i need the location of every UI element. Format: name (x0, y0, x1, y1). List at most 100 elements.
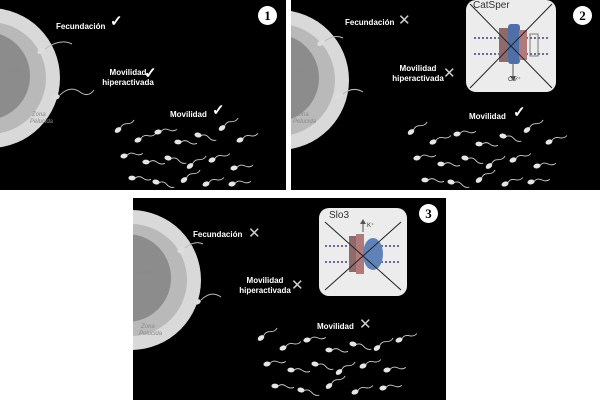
hiperactivada-check-icon: ✓ (144, 65, 157, 82)
sperm-cell (461, 155, 484, 164)
inset-title: CatSper (473, 0, 510, 11)
fecundacion-label: Fecundación (345, 18, 395, 27)
sperm-cell (218, 117, 239, 131)
slo3-channel-inset: Slo3 K⁺ (319, 208, 407, 296)
sperm-cell (499, 133, 522, 142)
fertilizing-sperm (177, 242, 204, 253)
sperm-cell (379, 384, 403, 391)
sperm-cell (257, 327, 278, 341)
egg-zona-label-line1: Zona (32, 112, 46, 118)
hiperactivada-label: Movilidad hiperactivada (96, 68, 160, 88)
sperm-cell (453, 130, 477, 137)
hiperactivada-label-line1: Movilidad (109, 68, 147, 77)
sperm-cell (485, 155, 506, 169)
sperm-cell (271, 383, 295, 389)
sperm-cell (186, 155, 207, 169)
slo3-channel-diagram (324, 219, 402, 291)
panel-2: Óvulo Zona Pelucida Fecundación ✕ Movili… (291, 0, 600, 190)
sperm-cell (194, 132, 217, 141)
hyperactive-sperm (52, 88, 95, 100)
sperm-cell (142, 159, 166, 165)
sperm-cell (287, 367, 311, 373)
sperm-cell (263, 360, 287, 367)
sperm-cell (228, 180, 252, 187)
egg-cell (291, 11, 349, 149)
sperm-cell (373, 337, 394, 351)
sperm-cell (407, 121, 428, 135)
sperm-cell (152, 179, 175, 188)
sperm-cell (533, 162, 557, 169)
egg-zona-label-line2: Pelucida (293, 119, 317, 125)
hiperactivada-label: Movilidad hiperactivada (233, 276, 297, 296)
panel-3-illustration (133, 210, 418, 396)
egg-zona-label-line2: Pelucida (139, 331, 163, 337)
sperm-cell (128, 175, 152, 181)
sperm-cell (230, 164, 254, 171)
egg-zona-label-line2: Pelucida (30, 119, 54, 125)
egg-zona-label-line1: Zona (141, 324, 155, 330)
sperm-cell (383, 366, 407, 373)
sperm-cell (475, 169, 496, 183)
sperm-cell (413, 154, 437, 161)
egg-cell (133, 210, 201, 350)
sperm-cell (351, 385, 374, 395)
sperm-cell (202, 177, 225, 187)
inset-ion-label: Ca²⁺ (508, 77, 521, 83)
sperm-swarm (407, 119, 568, 188)
movilidad-label: Movilidad (170, 110, 207, 119)
panel-3: Óvulo Zona Pelucida Fecundación ✕ Movili… (133, 198, 446, 400)
fecundacion-check-icon: ✓ (110, 13, 123, 30)
fecundacion-label: Fecundación (56, 22, 106, 31)
sperm-cell (545, 135, 568, 145)
catsper-channel-inset: CatSper Ca²⁺ (466, 0, 556, 92)
hiperactivada-label-line2: hiperactivada (392, 74, 444, 83)
sperm-cell (447, 179, 470, 188)
sperm-cell (395, 333, 418, 343)
movilidad-cross-icon: ✕ (359, 316, 372, 333)
inset-title: Slo3 (329, 210, 350, 221)
sperm-cell (429, 135, 452, 145)
panel-number-badge: 1 (258, 6, 277, 25)
movilidad-check-icon: ✓ (513, 104, 526, 121)
catsper-channel-diagram (469, 3, 553, 89)
sperm-swarm (114, 117, 259, 188)
hiperactivada-label-line2: hiperactivada (102, 78, 154, 87)
sperm-cell (325, 375, 346, 389)
sperm-cell (208, 153, 231, 163)
sperm-cell (501, 177, 524, 187)
sperm-cell (279, 341, 302, 351)
movilidad-label: Movilidad (317, 322, 354, 331)
sperm-cell (303, 336, 327, 343)
panel-1-illustration (0, 8, 259, 188)
panel-2-illustration (291, 11, 568, 188)
panel-1: Óvulo Zona Pelucida Fecundación ✓ Movili… (0, 0, 286, 190)
sperm-cell (297, 387, 320, 396)
sperm-cell (180, 169, 201, 183)
sperm-cell (437, 161, 461, 167)
sperm-cell (154, 128, 178, 135)
sperm-cell (509, 153, 532, 163)
sperm-swarm (257, 327, 418, 396)
sperm-cell (120, 152, 144, 159)
egg-ovulo-label: Óvulo (291, 68, 307, 74)
sperm-cell (325, 347, 349, 353)
hyperactive-sperm (335, 88, 364, 99)
hiperactivada-label-line2: hiperactivada (239, 286, 291, 295)
egg-ovulo-label: Óvulo (137, 270, 153, 276)
hiperactivada-cross-icon: ✕ (291, 277, 304, 294)
sperm-cell (164, 155, 187, 164)
panel-number-badge: 2 (573, 6, 592, 25)
sperm-cell (236, 133, 259, 143)
fertilizing-sperm (37, 41, 73, 54)
sperm-cell (114, 119, 135, 133)
fecundacion-label: Fecundación (193, 230, 243, 239)
sperm-cell (335, 361, 356, 375)
movilidad-label: Movilidad (469, 112, 506, 121)
hiperactivada-cross-icon: ✕ (443, 65, 456, 82)
sperm-cell (311, 361, 334, 370)
sperm-cell (523, 119, 544, 133)
hiperactivada-label: Movilidad hiperactivada (387, 64, 449, 84)
egg-zona-label-line1: Zona (295, 112, 309, 118)
panel-number-badge: 3 (419, 204, 438, 223)
hiperactivada-label-line1: Movilidad (246, 276, 284, 285)
